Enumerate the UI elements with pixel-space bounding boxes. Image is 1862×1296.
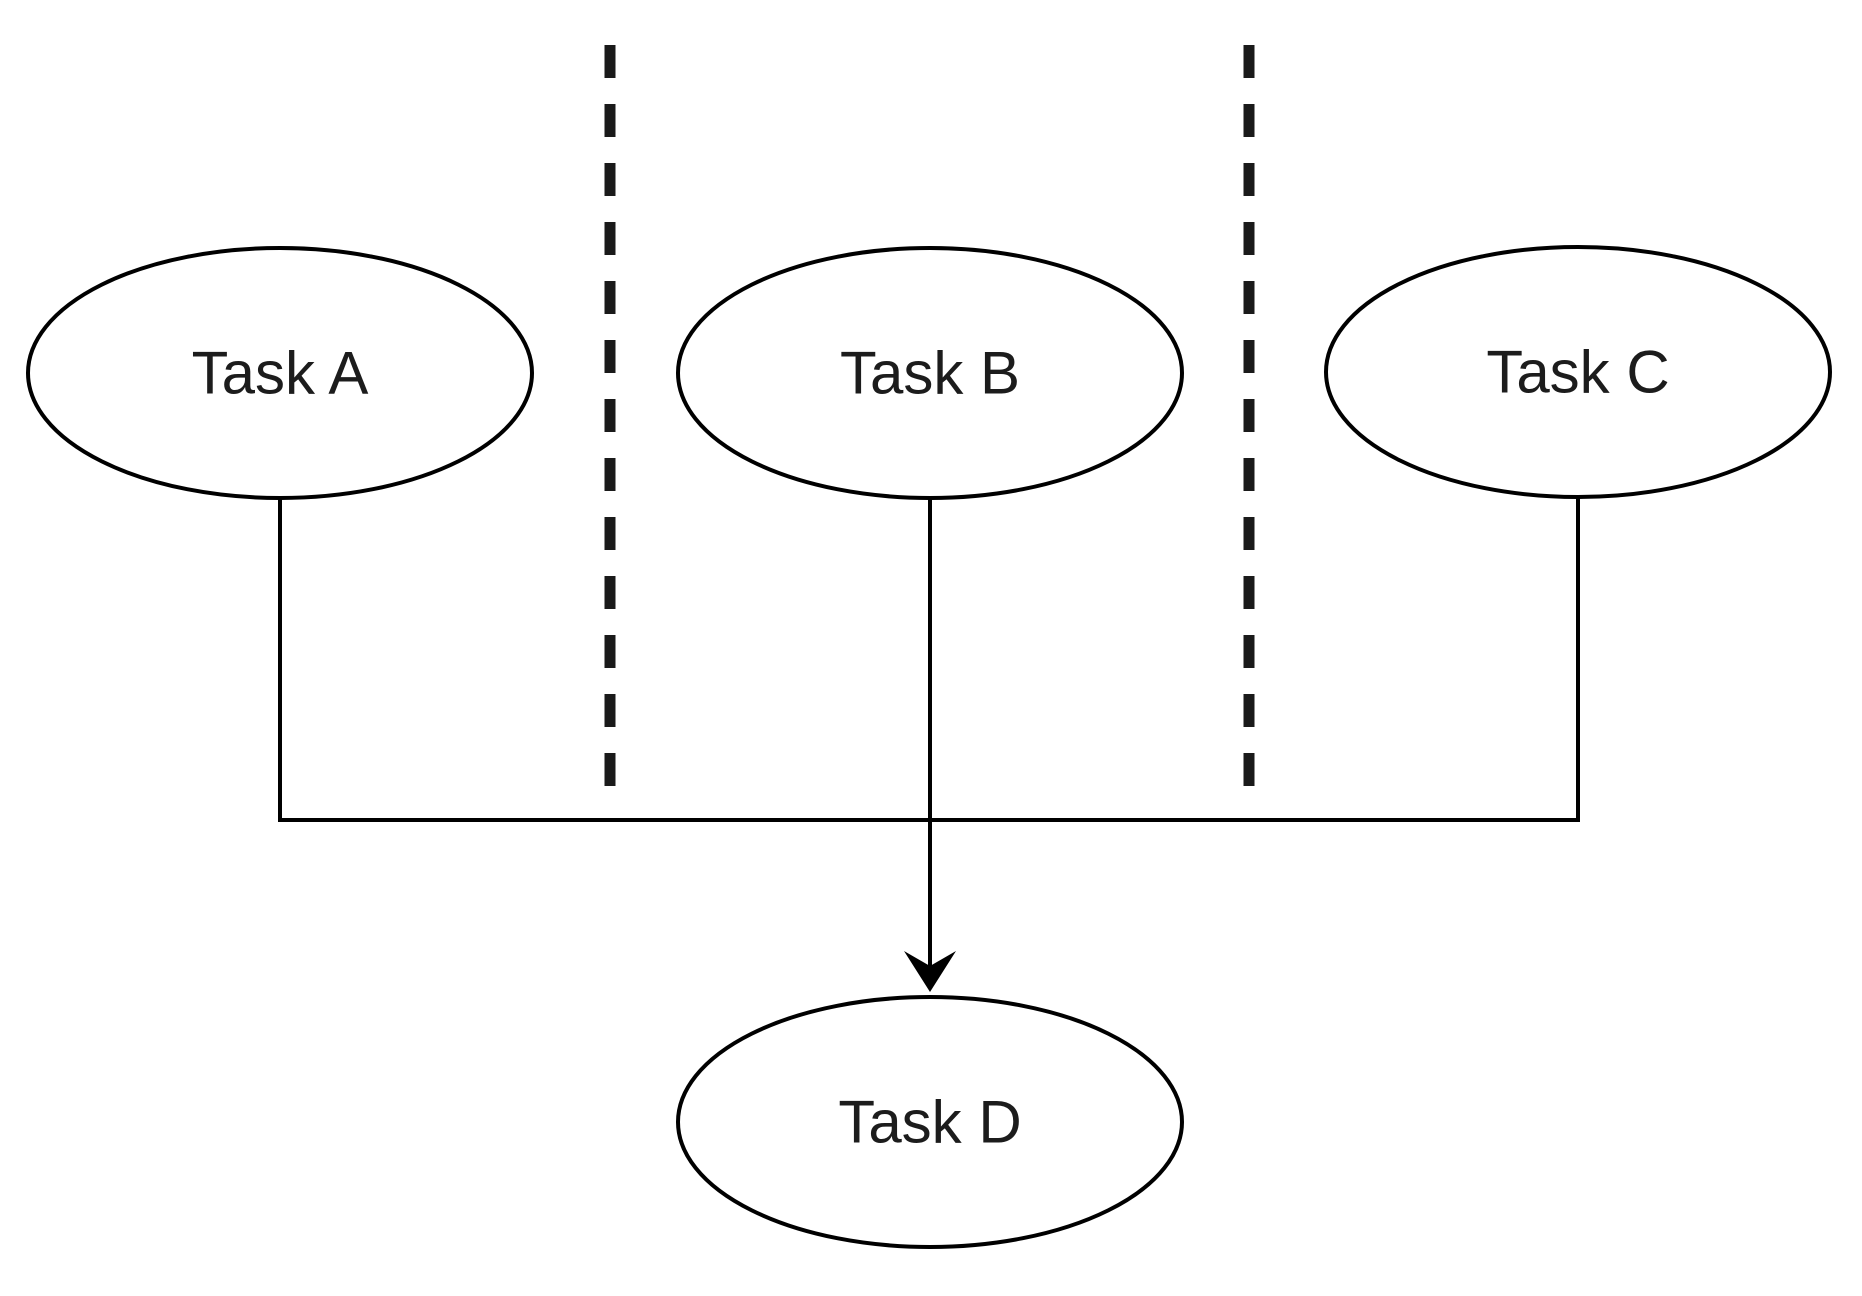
node-task-b: Task B (676, 246, 1184, 500)
task-b-label: Task B (840, 340, 1020, 407)
node-task-a: Task A (26, 246, 534, 500)
task-c-node (1324, 245, 1832, 499)
node-task-d: Task D (676, 995, 1184, 1249)
arrow-head-icon (904, 951, 956, 992)
task-b-node (676, 246, 1184, 500)
task-c-label: Task C (1486, 339, 1669, 406)
task-a-label: Task A (192, 340, 369, 407)
task-d-node (676, 995, 1184, 1249)
lane-separators (604, 45, 1255, 802)
node-task-c: Task C (1324, 245, 1832, 499)
task-d-label: Task D (838, 1089, 1021, 1156)
task-a-node (26, 246, 534, 500)
connectors (278, 497, 1580, 992)
